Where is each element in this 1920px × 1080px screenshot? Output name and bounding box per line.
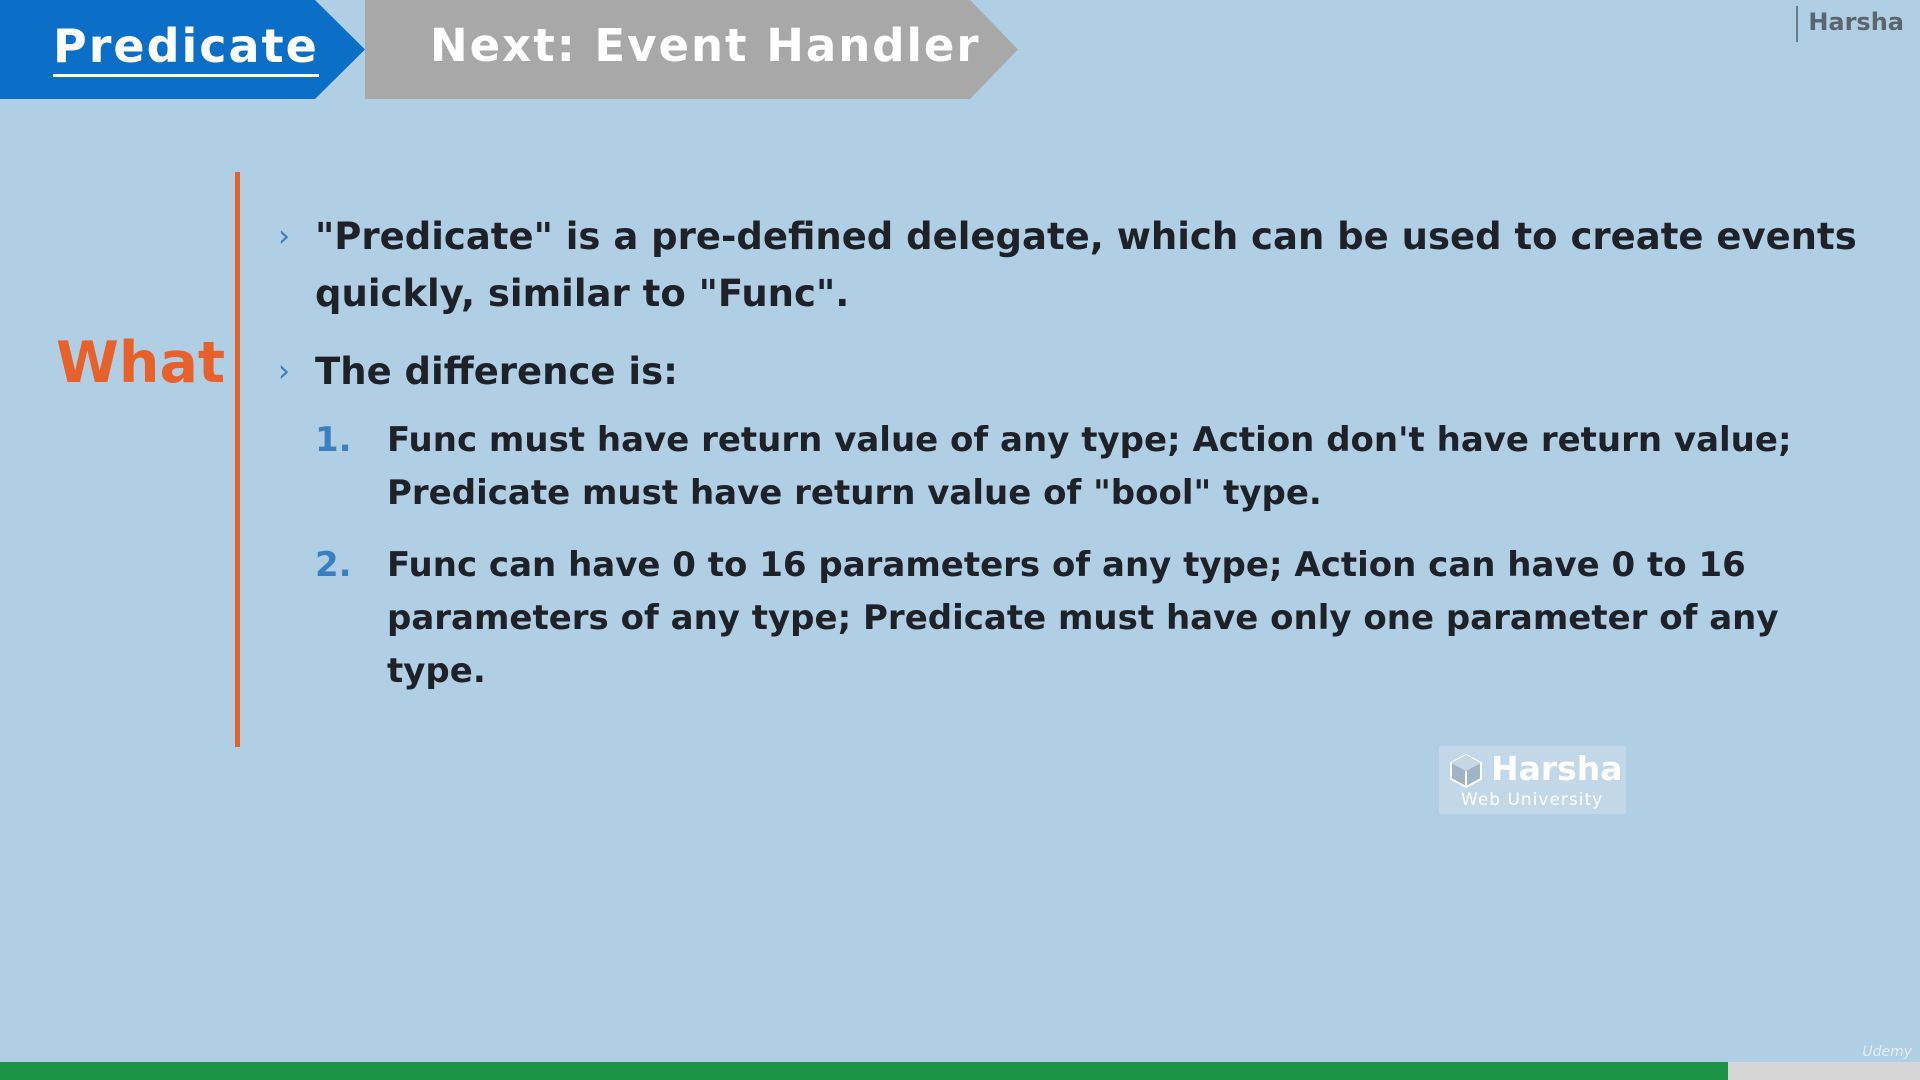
next-topic-tab (365, 0, 1018, 99)
video-progress-bar[interactable] (0, 1062, 1920, 1080)
next-topic-label: Next: Event Handler (430, 19, 981, 72)
section-label: What (56, 330, 226, 396)
numbered-item: 2. Func can have 0 to 16 parameters of a… (315, 539, 1887, 698)
watermark-logo: Harsha Web University (1439, 746, 1626, 814)
platform-watermark: Udemy (1862, 1044, 1912, 1060)
item-number: 1. (315, 420, 352, 460)
video-progress-fill (0, 1062, 1728, 1080)
bullet-text: "Predicate" is a pre-defined delegate, w… (315, 215, 1857, 315)
numbered-list: 1. Func must have return value of any ty… (275, 414, 1895, 698)
watermark-name: Harsha (1491, 749, 1623, 788)
chevron-right-icon: › (278, 219, 290, 254)
numbered-item: 1. Func must have return value of any ty… (315, 414, 1887, 520)
bullet-item: › The difference is: (275, 343, 1895, 400)
item-text: Func can have 0 to 16 parameters of any … (387, 545, 1779, 691)
section-divider (235, 172, 240, 747)
bullet-item: › "Predicate" is a pre-defined delegate,… (275, 208, 1915, 322)
current-topic-label: Predicate (53, 18, 319, 77)
cube-logo-icon (1450, 753, 1482, 789)
watermark-subtitle: Web University (1461, 790, 1604, 810)
current-topic-tab (0, 0, 365, 99)
slide-content: › "Predicate" is a pre-defined delegate,… (275, 208, 1895, 698)
item-text: Func must have return value of any type;… (387, 420, 1792, 513)
author-tag: Harsha (1796, 6, 1904, 42)
chevron-right-icon: › (278, 354, 290, 389)
bullet-text: The difference is: (315, 350, 678, 393)
item-number: 2. (315, 545, 352, 585)
